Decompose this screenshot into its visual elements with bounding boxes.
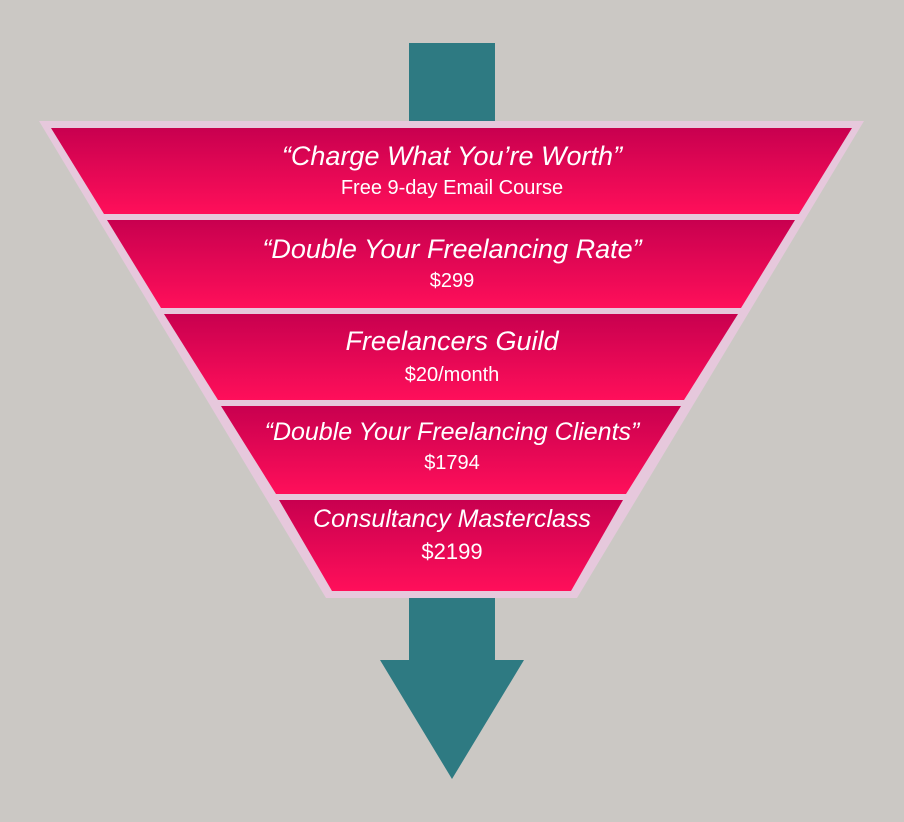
stage-4-subtitle: $1794: [424, 452, 480, 474]
stage-4-title: “Double Your Freelancing Clients”: [265, 418, 641, 446]
arrow-head: [380, 660, 524, 779]
funnel-stage-2: [107, 220, 795, 308]
funnel-stage-5: [279, 500, 623, 591]
funnel-stage-3: [164, 314, 738, 400]
stage-2-subtitle: $299: [430, 270, 475, 292]
stage-1-title: “Charge What You’re Worth”: [282, 141, 623, 171]
stage-3-title: Freelancers Guild: [345, 326, 559, 356]
stage-1-subtitle: Free 9-day Email Course: [341, 177, 563, 199]
funnel-stage-4: [221, 406, 681, 494]
stage-5-subtitle: $2199: [421, 539, 482, 564]
stage-5-title: Consultancy Masterclass: [313, 505, 591, 533]
funnel-stage-1: [51, 128, 852, 214]
stage-3-subtitle: $20/month: [405, 364, 500, 386]
stage-2-title: “Double Your Freelancing Rate”: [262, 234, 642, 264]
down-arrow-icon: [380, 580, 524, 779]
arrow-shaft-top: [409, 43, 495, 133]
